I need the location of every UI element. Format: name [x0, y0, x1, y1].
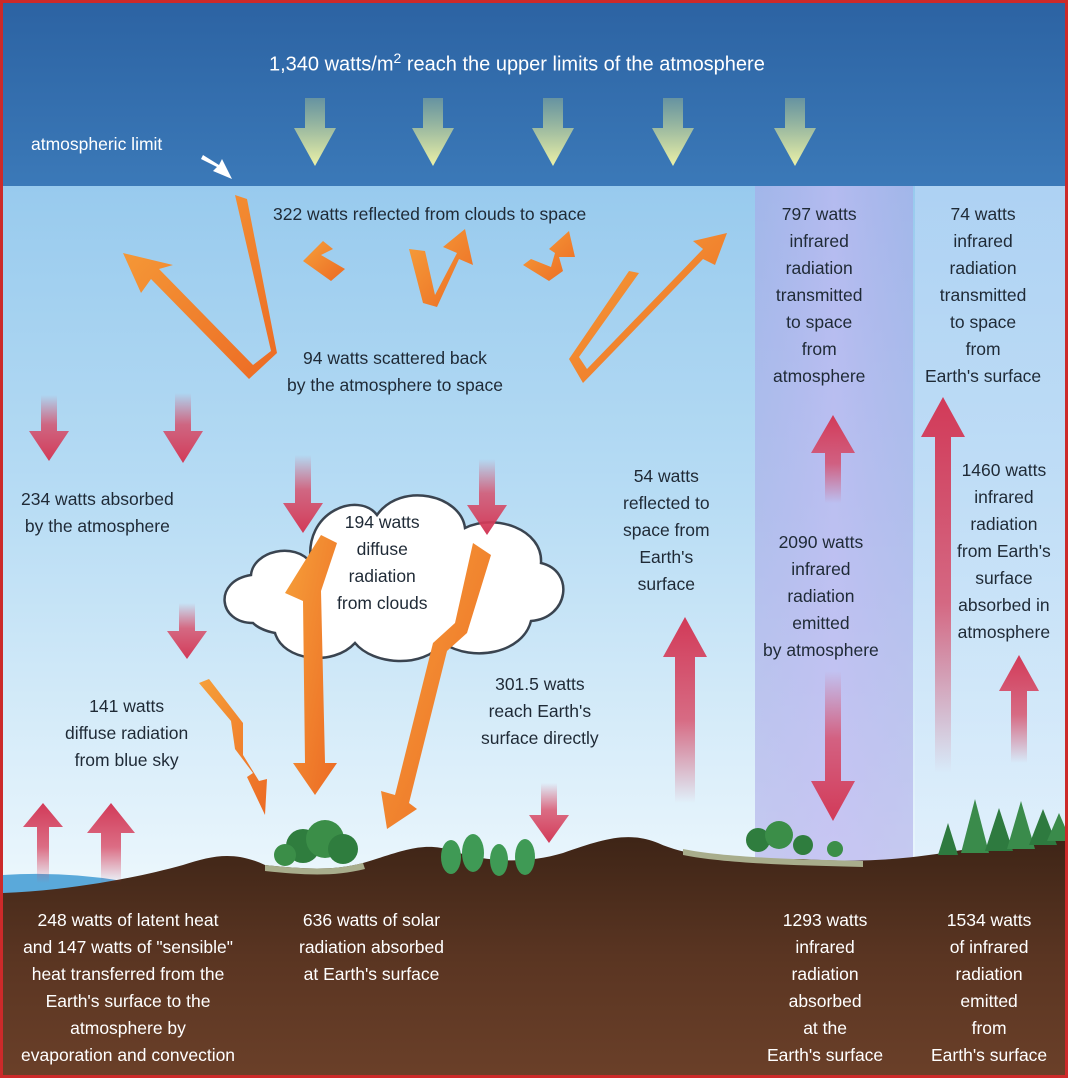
incoming-solar-arrows — [294, 98, 816, 166]
space-band — [3, 3, 1065, 186]
incoming-radiation-label: 1,340 watts/m2 reach the upper limits of… — [269, 50, 765, 76]
tree-group-right — [746, 821, 843, 857]
ir-emitted-surface-label: 1534 watts of infrared radiation emitted… — [931, 910, 1048, 1065]
meadow-strip — [265, 863, 365, 875]
direct-surface-label: 301.5 watts reach Earth's surface direct… — [481, 674, 599, 748]
ir-absorbed-in-atmosphere-label: 1460 watts infrared radiation from Earth… — [957, 460, 1051, 642]
reflected-surface-label: 54 watts reflected to space from Earth's… — [623, 466, 710, 594]
atmospheric-limit-label: atmospheric limit — [31, 134, 163, 154]
latent-heat-label: 248 watts of latent heat and 147 watts o… — [21, 910, 236, 1065]
absorbed-atmosphere-label: 234 watts absorbed by the atmosphere — [21, 489, 174, 536]
reflected-clouds-label: 322 watts reflected from clouds to space — [273, 204, 587, 224]
diffuse-clouds-label: 194 watts diffuse radiation from clouds — [337, 512, 428, 613]
ir-from-surface-label: 74 watts infrared radiation transmitted … — [925, 204, 1042, 386]
atmospheric-limit-pointer-icon — [201, 155, 232, 179]
ir-from-atmosphere-label: 797 watts infrared radiation transmitted… — [773, 204, 866, 386]
ir-emitted-atmosphere-label: 2090 watts infrared radiation emitted by… — [763, 532, 879, 660]
ground — [3, 833, 1065, 1075]
energy-balance-diagram — [3, 3, 1065, 1075]
meadow-strip-2 — [683, 849, 863, 867]
reflection-arrows — [123, 195, 727, 383]
tree-group-middle — [441, 834, 535, 876]
solar-absorbed-label: 636 watts of solar radiation absorbed at… — [299, 910, 444, 984]
ir-arrows — [23, 393, 1039, 883]
tree-group-left — [274, 820, 358, 866]
scattered-back-label: 94 watts scattered back by the atmospher… — [287, 348, 503, 395]
diffuse-sky-label: 141 watts diffuse radiation from blue sk… — [65, 696, 189, 770]
ir-absorbed-surface-label: 1293 watts infrared radiation absorbed a… — [767, 910, 884, 1065]
solar-down-arrows — [199, 535, 491, 829]
conifer-group — [938, 799, 1065, 855]
